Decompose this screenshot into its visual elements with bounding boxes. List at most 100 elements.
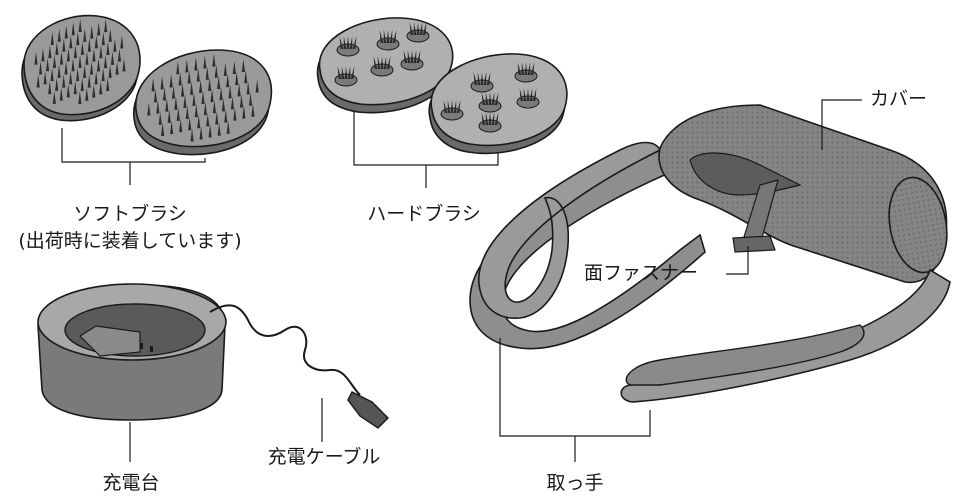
bristle	[87, 38, 91, 52]
bristle	[48, 81, 52, 95]
nub-spike	[352, 36, 357, 49]
bristle	[235, 72, 239, 86]
bristle	[73, 81, 77, 95]
nub-spike	[481, 112, 486, 125]
bristle	[59, 87, 63, 101]
nub-spike	[422, 22, 427, 35]
bristle	[106, 41, 110, 55]
bristle	[246, 81, 250, 95]
nub-spike	[419, 22, 423, 35]
bristle	[224, 109, 228, 123]
bristle	[120, 35, 124, 49]
bristle	[212, 53, 216, 67]
bristle	[71, 22, 75, 36]
nub-spike	[481, 92, 486, 105]
nub-spike	[392, 30, 397, 43]
nub-spike	[532, 88, 537, 101]
bristle	[206, 113, 210, 127]
nub-spike	[485, 92, 489, 105]
bristle	[57, 64, 61, 78]
bristle	[55, 77, 59, 91]
nub-spike	[344, 66, 348, 79]
bristle	[171, 85, 176, 99]
nub-spike	[443, 100, 448, 113]
bristle	[66, 84, 70, 98]
bristle	[85, 51, 89, 65]
bristle	[188, 117, 192, 131]
bristle	[97, 22, 101, 36]
nub-spike	[456, 100, 461, 113]
hard-brush-left-nubs	[334, 22, 430, 87]
nub-spike	[407, 50, 411, 63]
bristle	[170, 121, 174, 135]
bristle	[214, 64, 218, 78]
cover-leader	[821, 99, 862, 150]
bristle	[78, 91, 82, 105]
bristle	[165, 98, 169, 112]
nub-spike	[530, 62, 535, 75]
bristle	[57, 28, 61, 42]
bristle	[115, 61, 119, 75]
bristle	[99, 81, 103, 95]
bristle	[158, 111, 162, 125]
bristle	[106, 78, 110, 92]
bristle	[151, 78, 155, 92]
velcro-label: 面ファスナー	[584, 262, 699, 284]
bristle	[104, 19, 108, 33]
nub-spike	[527, 62, 531, 75]
bristle	[62, 74, 66, 88]
nub-spike	[416, 22, 420, 35]
bristle	[110, 51, 115, 65]
nub-spike	[488, 112, 492, 125]
bristle	[101, 68, 105, 82]
bristle	[122, 58, 126, 72]
bristle	[73, 45, 78, 59]
bristle	[94, 35, 98, 49]
nub-spike	[491, 112, 495, 125]
bristle	[108, 28, 112, 42]
bristle	[76, 32, 80, 46]
bristle	[99, 45, 103, 59]
bristle	[255, 79, 259, 93]
bristle	[167, 109, 171, 123]
bristle	[196, 68, 200, 82]
bristle	[176, 61, 180, 75]
bristle	[89, 61, 94, 75]
nub-spike	[386, 30, 390, 43]
bristle	[41, 48, 45, 62]
nub-spike	[413, 22, 417, 35]
nub-spike	[524, 62, 528, 75]
bristle	[62, 38, 66, 52]
nub-spike	[373, 56, 378, 69]
bristle	[92, 84, 96, 98]
charge-cable-label: 充電ケーブル	[267, 446, 381, 468]
bristle	[183, 94, 187, 108]
bristle	[64, 61, 68, 75]
bristle	[59, 51, 64, 65]
bristle	[153, 89, 158, 103]
nub-spike	[341, 66, 345, 79]
bristle	[189, 81, 194, 95]
cover-label: カバー	[870, 88, 928, 110]
bristle	[190, 128, 194, 142]
nub-spike	[386, 56, 391, 69]
bristle	[233, 107, 237, 121]
bristle	[92, 48, 96, 62]
charger-label: 充電台	[102, 472, 160, 494]
nub-spike	[486, 72, 491, 85]
bristle	[197, 115, 201, 129]
bristle	[208, 77, 212, 91]
bristle	[50, 68, 54, 82]
bristle	[80, 41, 84, 55]
nub-spike	[389, 30, 393, 43]
bristle	[187, 70, 191, 84]
nub-spike	[409, 22, 414, 35]
soft-brush-left-bristles	[34, 18, 126, 105]
bristle	[117, 48, 122, 62]
soft-brush-left	[21, 14, 141, 122]
bristle	[194, 104, 198, 118]
nub-spike	[483, 72, 487, 85]
nub-spike	[526, 88, 530, 101]
bristle	[226, 74, 230, 88]
